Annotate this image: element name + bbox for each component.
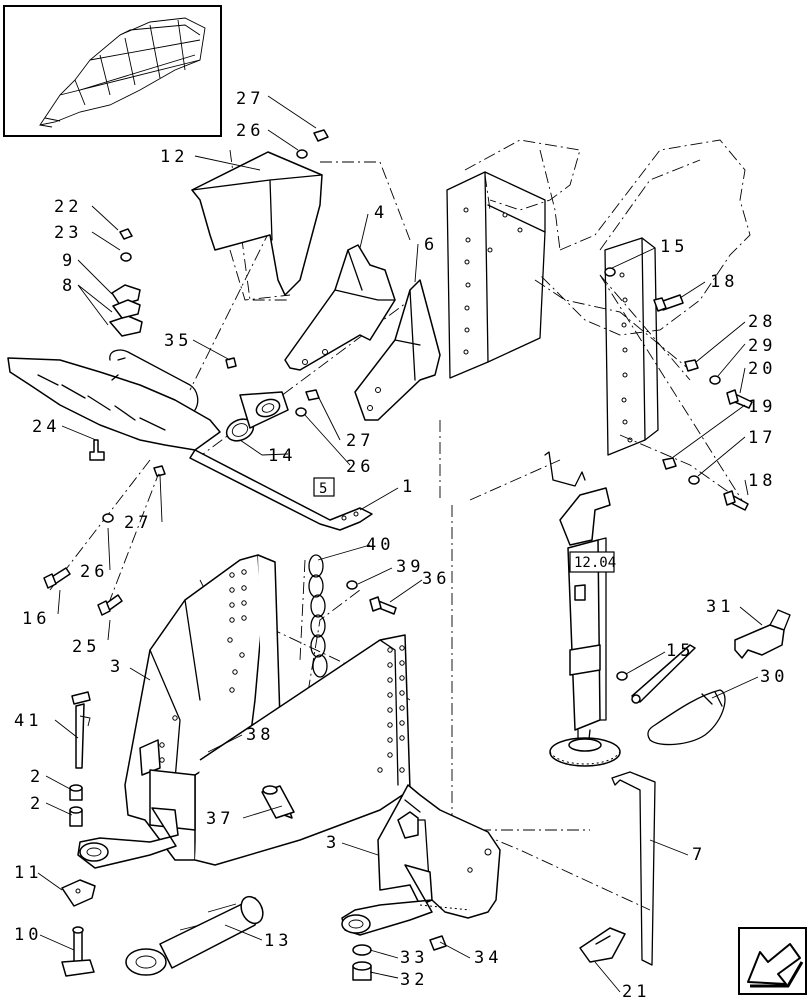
callout-4[interactable]: 4: [374, 203, 388, 223]
callout-14[interactable]: 14: [268, 446, 296, 466]
callout-21[interactable]: 21: [622, 982, 650, 1000]
callout-labels: 27 26 12 22 23 9 8 4 6 15 18 28 29 20 19…: [14, 89, 788, 1000]
callout-39[interactable]: 39: [396, 557, 424, 577]
overview-thumbnail[interactable]: [3, 5, 222, 137]
chassis-frame-phantom: [464, 139, 751, 336]
callout-19[interactable]: 19: [748, 397, 776, 417]
callout-27-mid[interactable]: 27: [346, 431, 374, 451]
part-11-plate: [61, 879, 96, 907]
jack-stand: [544, 451, 621, 767]
part-10-bolt: [61, 926, 95, 977]
callout-40[interactable]: 40: [366, 535, 394, 555]
callout-36[interactable]: 36: [422, 569, 450, 589]
callout-12[interactable]: 12: [160, 147, 188, 167]
callout-15-top[interactable]: 15: [660, 237, 688, 257]
leader-lines: [37, 95, 763, 993]
callout-35[interactable]: 35: [164, 331, 192, 351]
callout-26-mid[interactable]: 26: [346, 457, 374, 477]
part-14-bearing: [225, 391, 289, 442]
part-4-bracket: [284, 244, 396, 371]
callout-13[interactable]: 13: [264, 931, 292, 951]
part-21-clip: [579, 927, 626, 963]
part-3-holes-left: [159, 569, 247, 763]
callout-10[interactable]: 10: [14, 925, 42, 945]
callout-20[interactable]: 20: [748, 359, 776, 379]
callout-2-top[interactable]: 2: [30, 767, 44, 787]
ref-box-5-text: 5: [319, 481, 327, 497]
part-1-rod: [189, 449, 373, 531]
callout-37[interactable]: 37: [206, 809, 234, 829]
ref-box-12-04-text: 12.04: [574, 555, 616, 571]
previous-page-button[interactable]: [738, 927, 807, 995]
callout-6[interactable]: 6: [424, 235, 438, 255]
callout-32[interactable]: 32: [400, 970, 428, 990]
part-41-pin: [71, 691, 91, 769]
callout-30[interactable]: 30: [760, 667, 788, 687]
callout-27-left[interactable]: 27: [124, 513, 152, 533]
part-15-pin-lower: [631, 644, 696, 704]
callout-25[interactable]: 25: [72, 637, 100, 657]
callout-2-bottom[interactable]: 2: [30, 794, 44, 814]
callout-41[interactable]: 41: [14, 711, 42, 731]
callout-26-left[interactable]: 26: [80, 562, 108, 582]
part-3-drawbar-housing-right: [341, 784, 501, 936]
callout-27[interactable]: 27: [236, 89, 264, 109]
callout-38[interactable]: 38: [246, 725, 274, 745]
callout-28[interactable]: 28: [748, 312, 776, 332]
callout-18-bottom[interactable]: 18: [748, 471, 776, 491]
part-6-bracket: [354, 279, 441, 421]
machine-overview-thumbnail-icon: [39, 17, 206, 128]
callout-26[interactable]: 26: [236, 121, 264, 141]
part-3-drawbar-housing-left: [77, 554, 411, 869]
part-30-lanyard-pin: [647, 689, 726, 746]
callout-7[interactable]: 7: [692, 845, 706, 865]
callout-16[interactable]: 16: [22, 609, 50, 629]
callout-34[interactable]: 34: [474, 948, 502, 968]
callout-1[interactable]: 1: [402, 477, 416, 497]
previous-page-arrow-icon: [747, 943, 804, 988]
part-12-cover-hood: [191, 151, 323, 301]
ref-box-12-04[interactable]: 12.04: [569, 551, 616, 573]
step-plate: [7, 349, 221, 451]
callout-23[interactable]: 23: [54, 223, 82, 243]
callout-15-bottom[interactable]: 15: [666, 641, 694, 661]
callout-8[interactable]: 8: [62, 276, 76, 296]
part-40-chain: [308, 554, 328, 678]
part-13-towing-eye: [125, 895, 264, 976]
callout-22[interactable]: 22: [54, 197, 82, 217]
callout-31[interactable]: 31: [706, 597, 734, 617]
callout-3-left[interactable]: 3: [110, 657, 124, 677]
callout-3-right[interactable]: 3: [326, 833, 340, 853]
callout-24[interactable]: 24: [32, 417, 60, 437]
frame-side-plate-left: [446, 171, 546, 379]
callout-33[interactable]: 33: [400, 948, 428, 968]
callout-18-top[interactable]: 18: [710, 272, 738, 292]
callout-17[interactable]: 17: [748, 428, 776, 448]
part-7-rod: [611, 771, 656, 966]
part-3-holes-right: [377, 645, 405, 773]
callout-29[interactable]: 29: [748, 336, 776, 356]
part-37-pin: [261, 785, 295, 819]
callout-9[interactable]: 9: [62, 251, 76, 271]
hardware-fasteners: [43, 129, 753, 981]
part-8-clips: [109, 299, 143, 337]
frame-side-plate-right: [604, 237, 659, 456]
part-31-bracket: [734, 609, 791, 659]
ref-box-5[interactable]: 5: [313, 477, 335, 497]
callout-11[interactable]: 11: [14, 863, 42, 883]
